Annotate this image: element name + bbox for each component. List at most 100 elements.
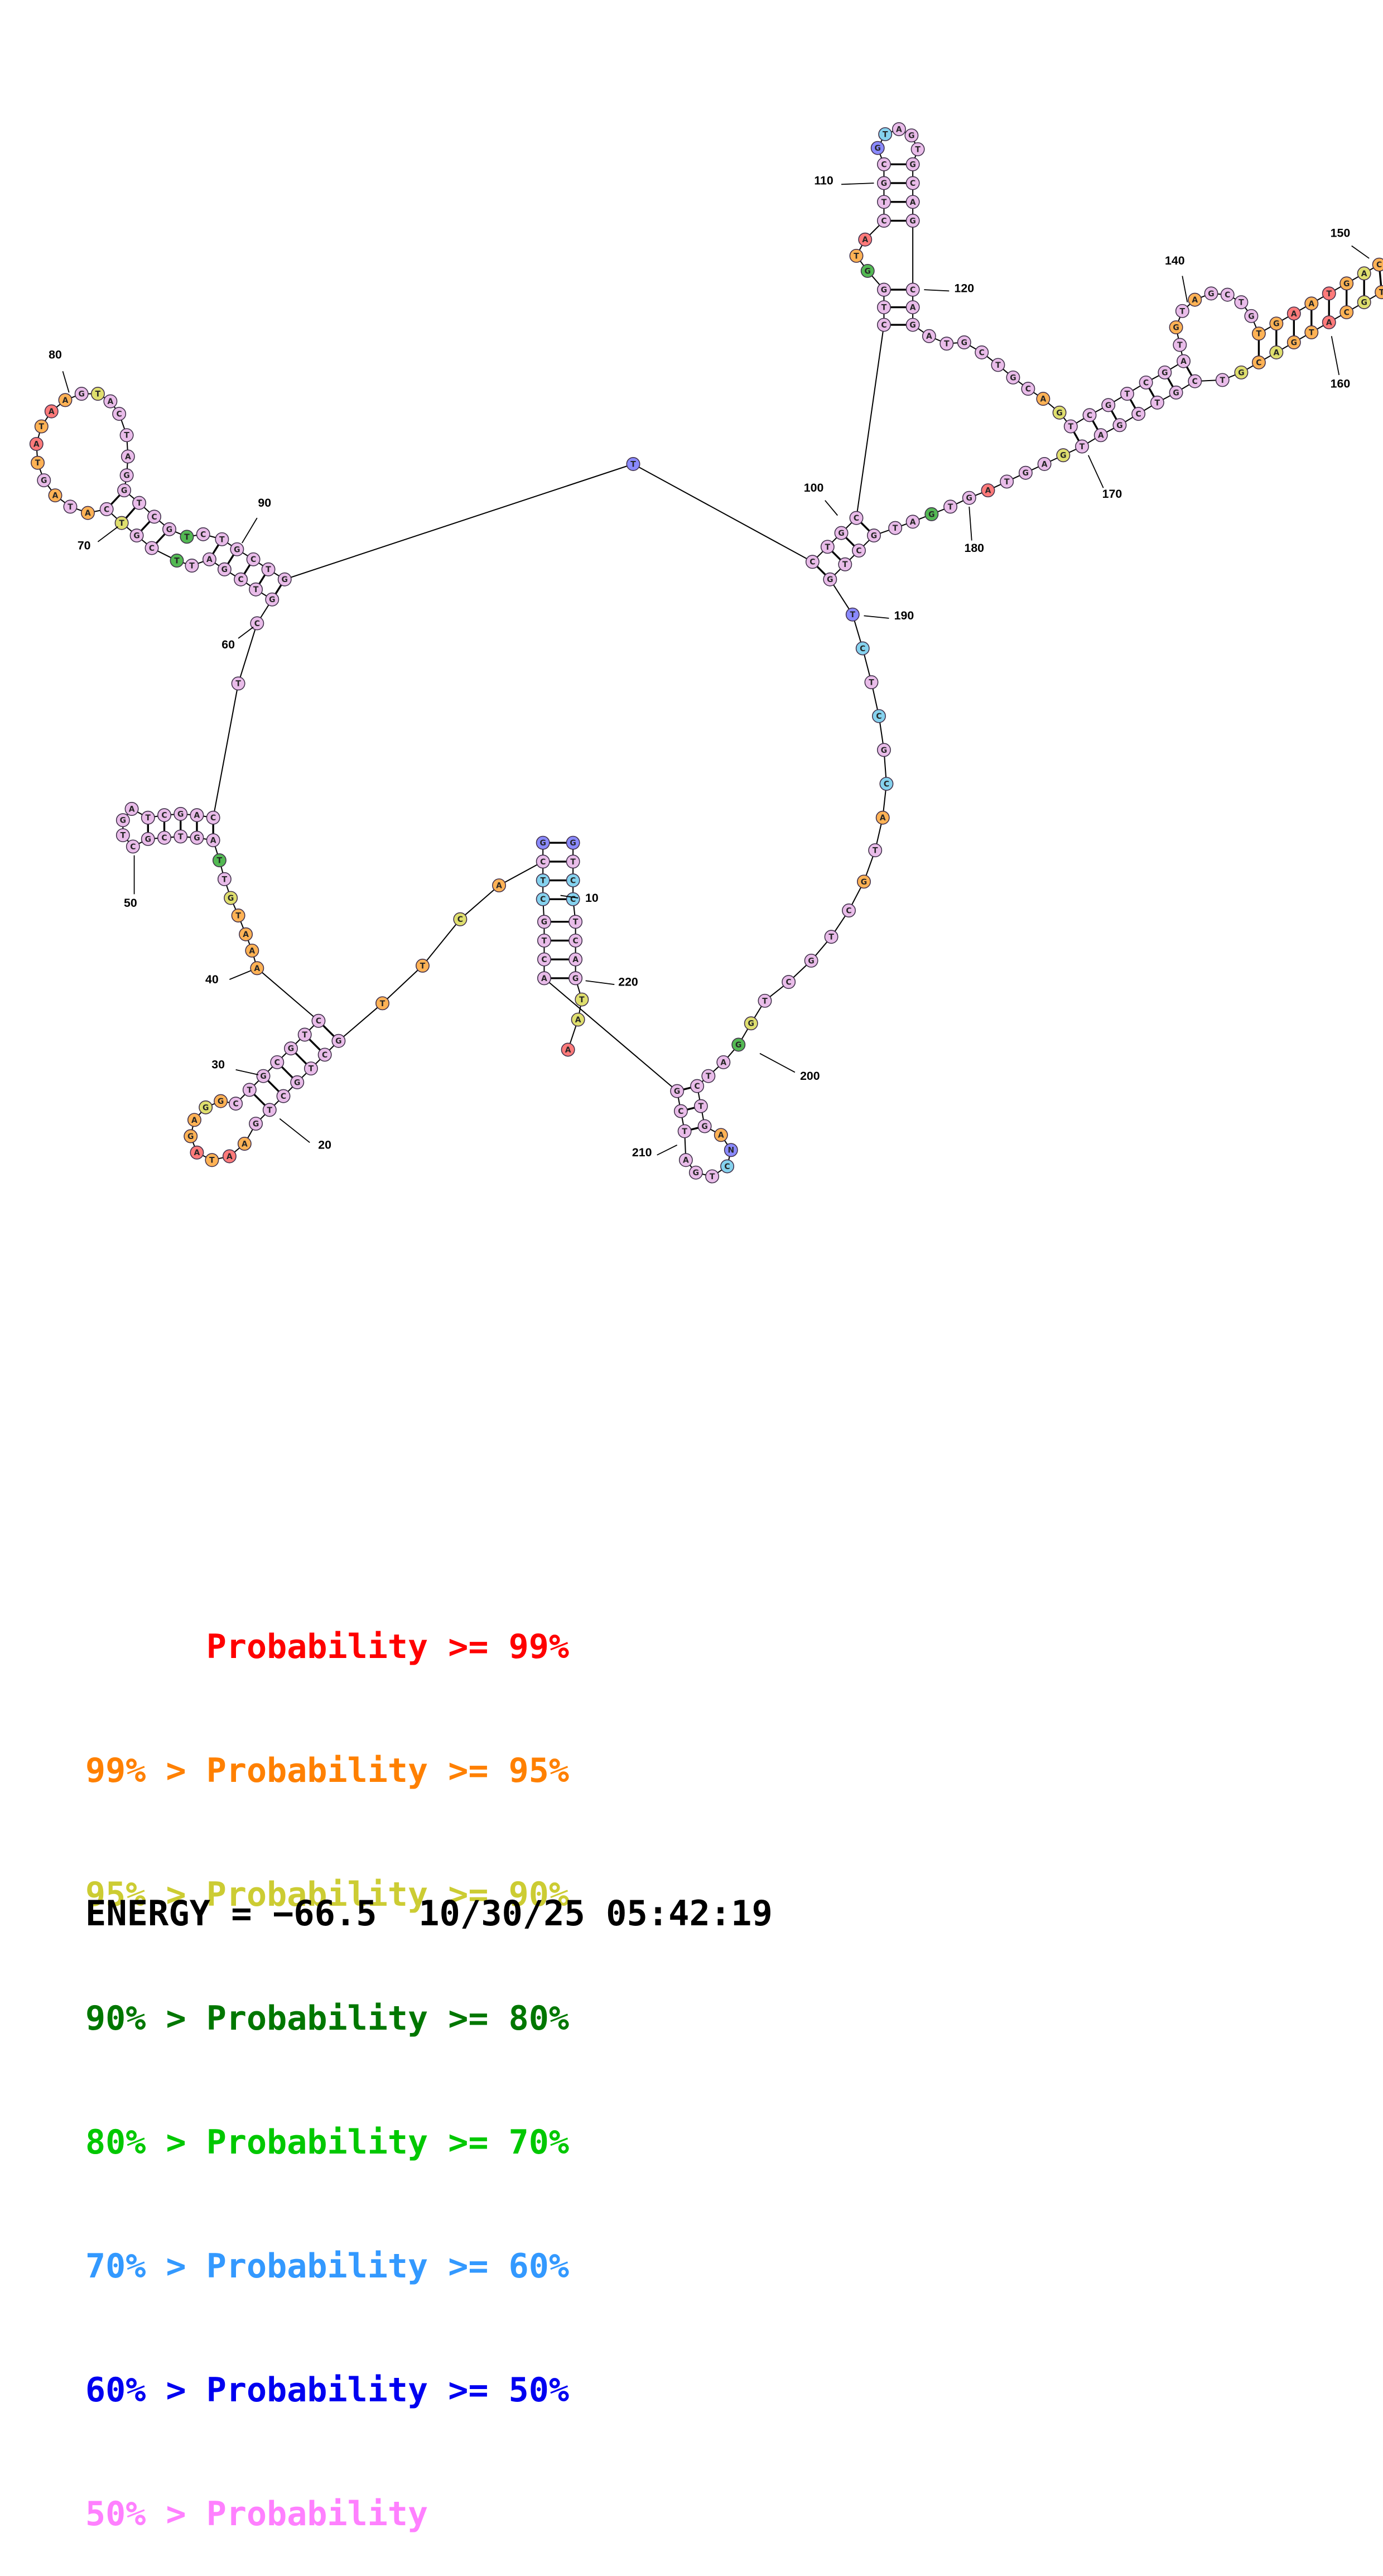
svg-text:T: T [762,997,768,1006]
svg-text:T: T [1220,376,1225,385]
svg-text:N: N [727,1146,734,1155]
svg-text:C: C [1344,309,1350,318]
svg-text:G: G [861,878,867,887]
svg-text:G: G [120,816,126,825]
svg-text:A: A [910,518,916,527]
svg-text:C: C [876,712,881,721]
svg-text:G: G [961,338,967,347]
svg-text:T: T [253,585,259,594]
svg-text:C: C [254,619,260,628]
svg-text:140: 140 [1165,254,1185,267]
svg-text:G: G [881,746,887,755]
svg-text:G: G [865,267,871,276]
svg-text:T: T [235,911,241,920]
svg-text:T: T [68,503,73,512]
svg-text:T: T [247,1086,253,1095]
svg-text:A: A [49,407,55,416]
svg-text:T: T [209,1156,215,1165]
svg-text:G: G [177,810,184,819]
svg-text:T: T [380,999,385,1008]
svg-text:A: A [227,1152,233,1161]
svg-text:T: T [219,535,225,544]
svg-text:C: C [316,1017,321,1026]
svg-text:G: G [1248,312,1254,321]
svg-text:G: G [294,1078,300,1087]
svg-text:C: C [881,160,886,169]
svg-text:G: G [203,1103,209,1112]
svg-text:70: 70 [78,539,91,552]
svg-text:200: 200 [800,1069,820,1083]
svg-text:G: G [121,487,127,496]
svg-text:T: T [893,524,898,533]
svg-text:C: C [540,895,546,904]
svg-text:A: A [1361,270,1367,278]
svg-text:G: G [145,835,151,844]
svg-text:T: T [573,918,579,927]
svg-text:T: T [842,560,848,569]
svg-text:A: A [125,453,131,462]
svg-text:A: A [52,492,59,501]
svg-text:160: 160 [1331,377,1351,390]
svg-text:110: 110 [814,174,833,187]
svg-text:C: C [1192,377,1198,386]
svg-text:G: G [282,575,288,584]
svg-text:T: T [1125,390,1130,399]
svg-text:G: G [1291,338,1297,347]
svg-text:G: G [875,144,881,153]
svg-text:C: C [1087,411,1092,420]
svg-text:T: T [873,847,878,856]
svg-text:G: G [541,918,547,927]
svg-text:G: G [735,1041,741,1050]
svg-text:T: T [178,833,184,842]
svg-text:C: C [161,811,167,820]
nucleotide-circles [29,122,1383,1184]
svg-text:A: A [62,396,69,405]
svg-text:A: A [206,555,213,564]
svg-text:G: G [1010,373,1016,382]
svg-text:T: T [630,460,636,469]
legend-line-prob-90-95: 95% > Probability >= 90% [85,1875,569,1914]
svg-text:G: G [693,1169,699,1178]
svg-text:G: G [674,1087,680,1096]
svg-text:T: T [267,1106,273,1115]
svg-text:G: G [908,132,914,141]
svg-text:C: C [881,217,886,225]
svg-text:T: T [420,962,426,970]
svg-text:A: A [896,125,902,134]
svg-text:T: T [883,130,888,139]
svg-text:A: A [683,1156,689,1165]
svg-text:A: A [85,509,91,518]
svg-text:C: C [573,936,579,945]
svg-text:G: G [228,894,234,903]
svg-text:T: T [119,519,124,528]
svg-text:C: C [161,834,167,843]
svg-text:A: A [575,1016,581,1025]
svg-text:T: T [1080,443,1085,451]
svg-text:T: T [121,832,126,840]
probability-legend: Probability >= 99% 99% > Probability >= … [85,1544,569,2576]
svg-text:G: G [1060,451,1066,460]
svg-text:G: G [269,595,275,604]
svg-text:220: 220 [618,975,638,988]
svg-text:T: T [222,875,228,884]
svg-text:A: A [541,974,547,983]
svg-text:T: T [825,543,831,552]
svg-text:A: A [249,946,255,955]
svg-text:G: G [288,1045,294,1054]
svg-text:C: C [322,1051,327,1060]
svg-text:A: A [1040,395,1046,404]
basepair-bonds [105,163,1383,1132]
svg-text:G: G [881,179,887,188]
svg-text:C: C [678,1107,683,1116]
svg-text:C: C [117,410,122,419]
svg-text:T: T [828,933,834,942]
svg-text:C: C [281,1092,286,1101]
svg-text:C: C [1225,291,1230,300]
svg-text:T: T [1256,330,1262,339]
svg-text:40: 40 [205,973,219,986]
svg-text:T: T [137,499,142,508]
svg-text:C: C [881,321,886,330]
svg-text:C: C [1256,358,1261,367]
svg-text:A: A [1180,357,1187,366]
svg-text:G: G [881,286,887,295]
